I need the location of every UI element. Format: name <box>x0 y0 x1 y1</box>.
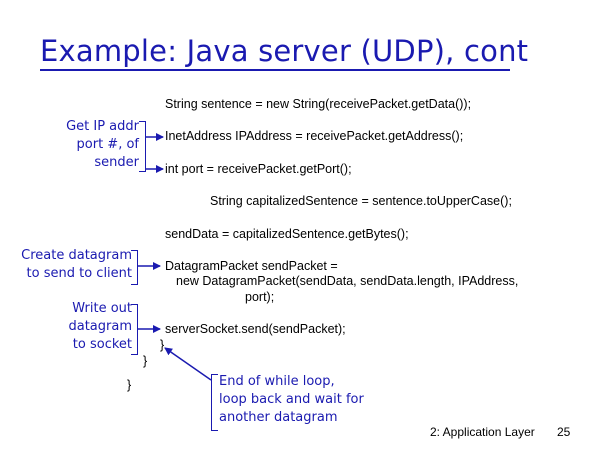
annotation-loop-bracket <box>211 374 218 431</box>
code-closing-brace-outer: } <box>127 378 132 392</box>
title-underline <box>40 69 510 71</box>
annotation-write-out: Write out datagram to socket <box>68 300 132 354</box>
annotation-write-line-2: datagram <box>68 319 132 334</box>
footer-section: 2: Application Layer <box>430 425 535 439</box>
annotation-loop-line-1: End of while loop, <box>219 374 335 389</box>
code-closing-brace-middle: } <box>143 354 148 368</box>
code-closing-brace-inner: } <box>160 338 165 352</box>
annotation-end-of-loop: End of while loop, loop back and wait fo… <box>219 373 364 427</box>
code-line-ipaddress: InetAddress IPAddress = receivePacket.ge… <box>165 129 464 143</box>
code-line-send: serverSocket.send(sendPacket); <box>165 322 346 336</box>
annotation-loop-line-2: loop back and wait for <box>219 392 364 407</box>
annotation-get-ip-line-3: sender <box>94 155 139 170</box>
code-line-packet-2: new DatagramPacket(sendData, sendData.le… <box>176 274 519 288</box>
annotation-create-line-1: Create datagram <box>21 248 132 263</box>
annotation-get-ip-line-1: Get IP addr <box>66 119 139 134</box>
arrow-to-closing-brace <box>164 347 212 381</box>
annotation-get-ip: Get IP addr port #, of sender <box>66 118 139 172</box>
code-line-senddata: sendData = capitalizedSentence.getBytes(… <box>165 227 409 241</box>
code-line-port: int port = receivePacket.getPort(); <box>165 162 352 176</box>
code-line-packet-3: port); <box>245 290 275 304</box>
annotation-get-ip-line-2: port #, of <box>76 137 139 152</box>
annotation-create-line-2: to send to client <box>26 266 132 281</box>
annotation-write-line-1: Write out <box>72 301 132 316</box>
annotation-create-datagram: Create datagram to send to client <box>21 247 132 283</box>
annotation-loop-line-3: another datagram <box>219 410 338 425</box>
code-line-capitalized: String capitalizedSentence = sentence.to… <box>210 194 512 208</box>
page-number: 25 <box>557 425 571 439</box>
annotation-create-bracket <box>131 250 138 285</box>
annotation-get-ip-bracket <box>139 121 146 172</box>
slide-title: Example: Java server (UDP), cont <box>40 34 529 68</box>
code-line-sentence: String sentence = new String(receivePack… <box>165 97 472 111</box>
annotation-write-bracket <box>131 304 138 355</box>
annotation-write-line-3: to socket <box>72 337 132 352</box>
code-line-packet-1: DatagramPacket sendPacket = <box>165 259 338 273</box>
